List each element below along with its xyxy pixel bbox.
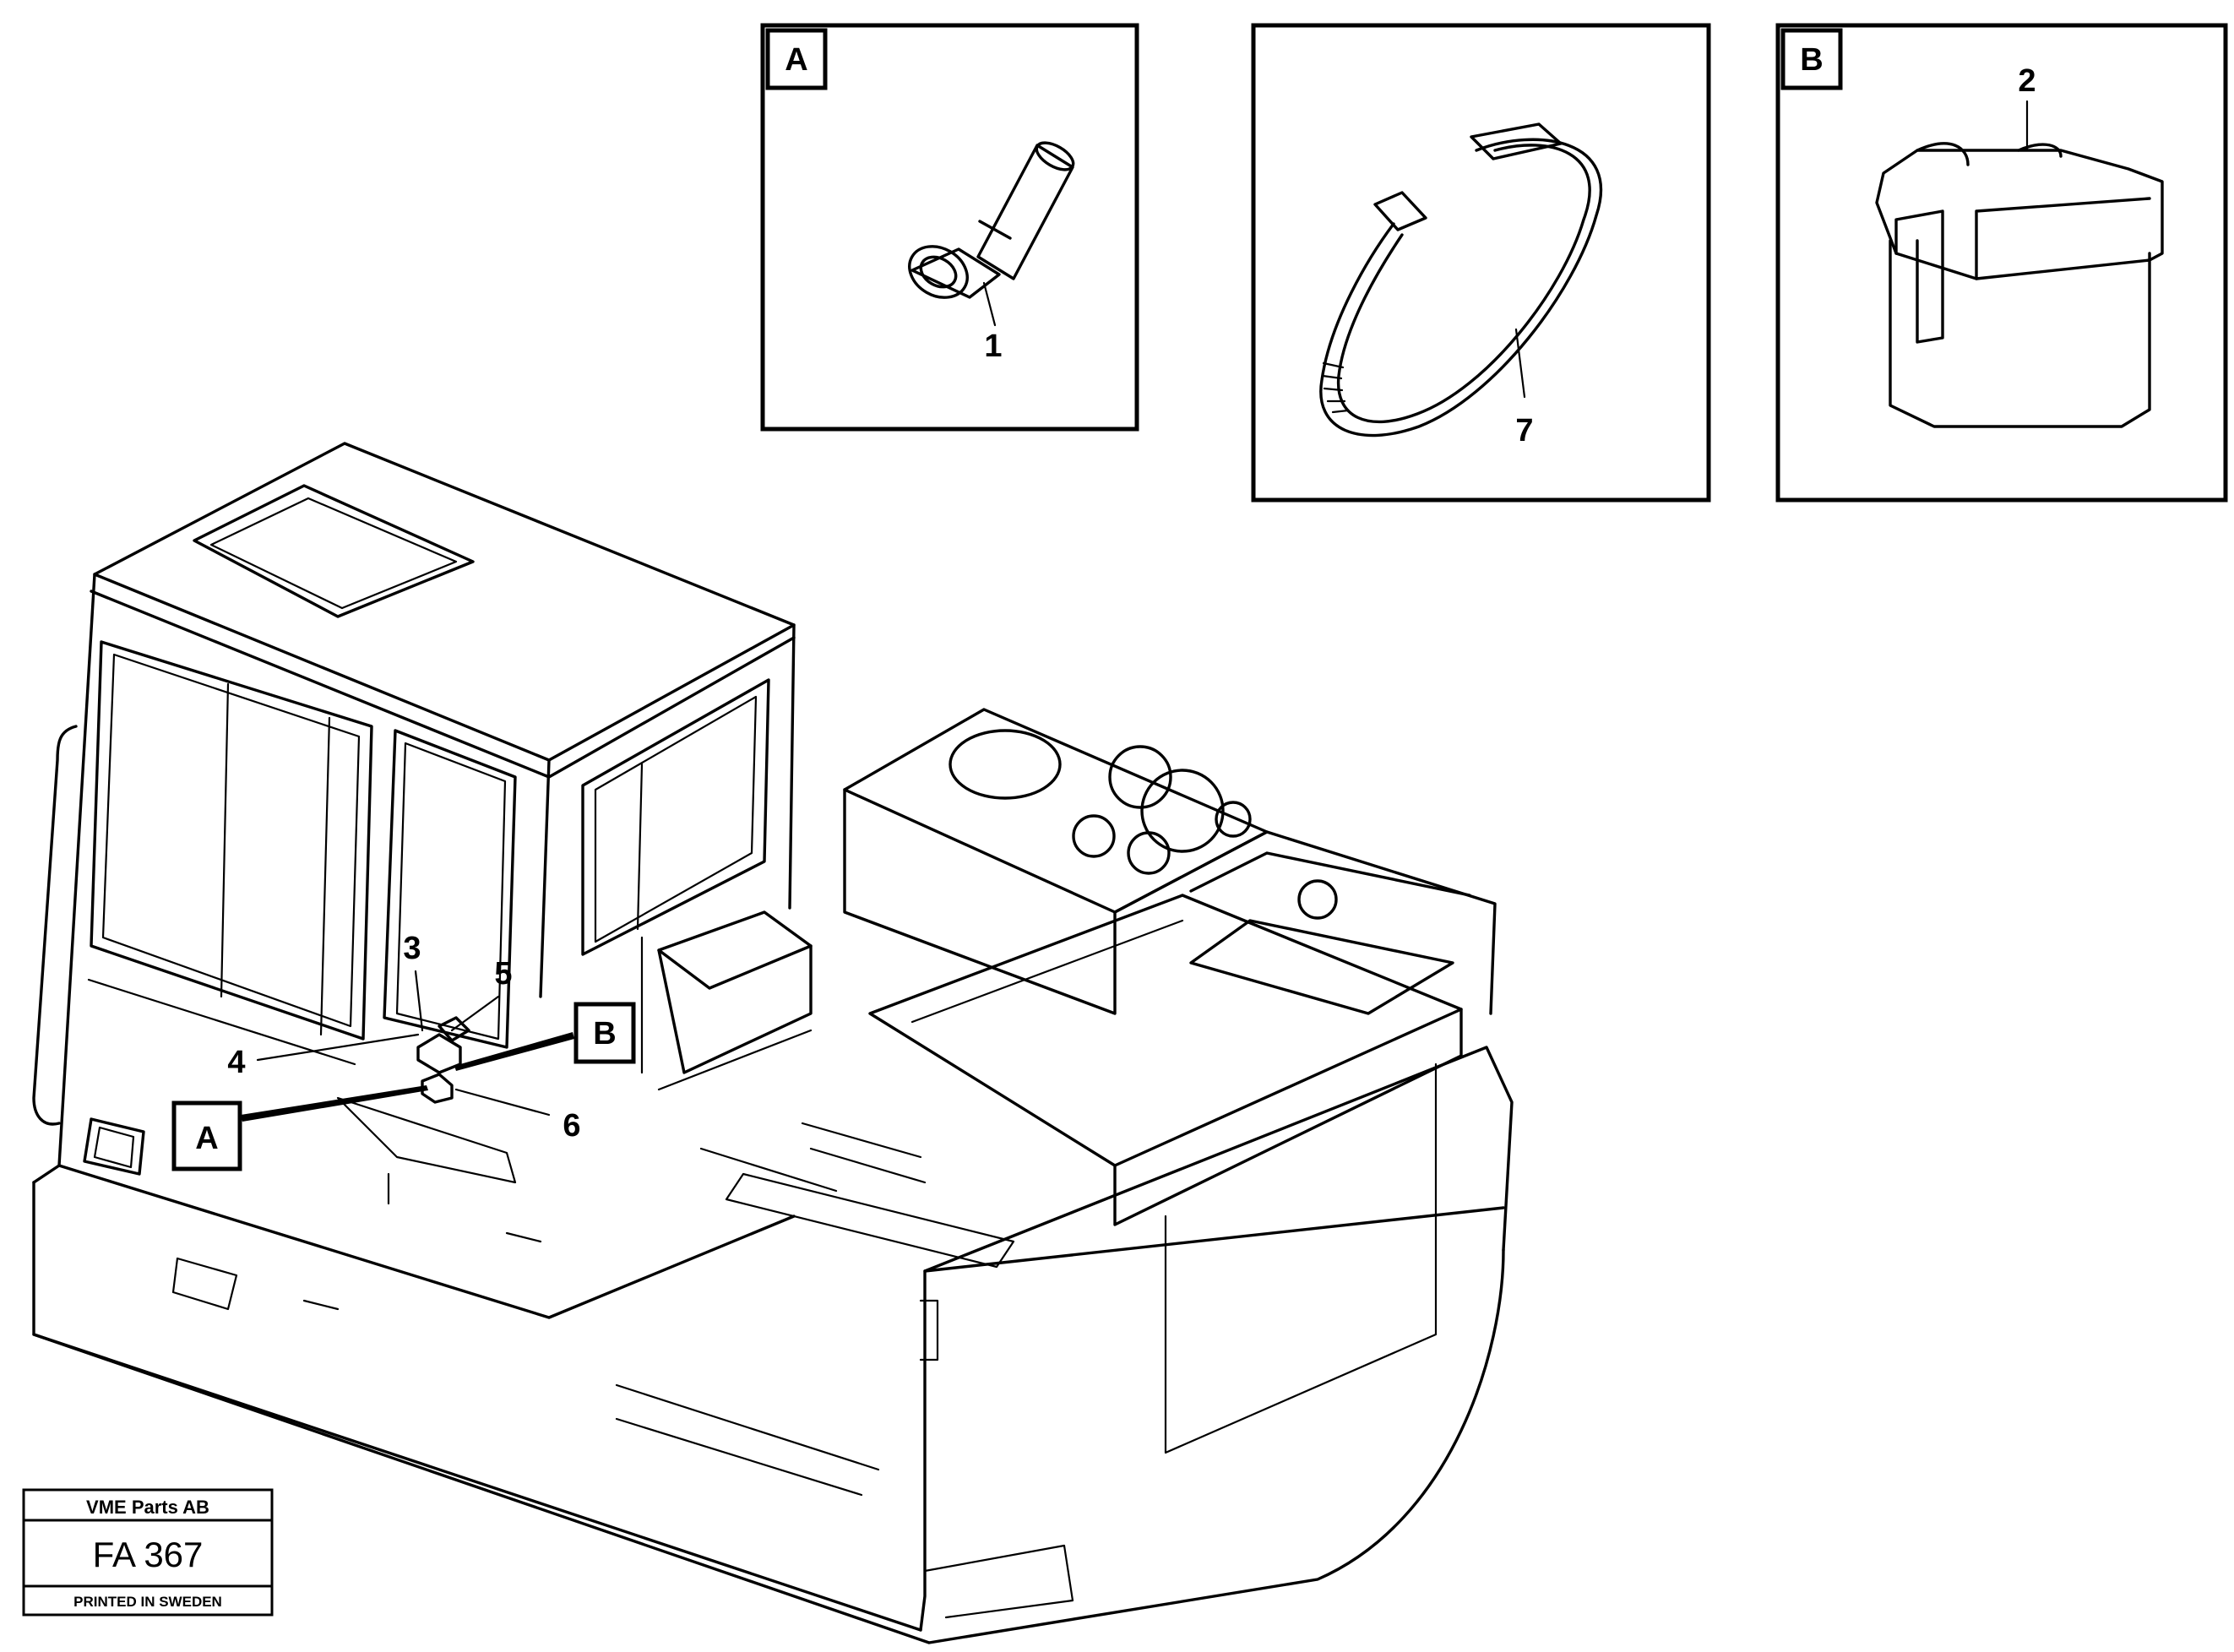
company-name: VME Parts AB	[86, 1497, 209, 1518]
inset-b-frame	[1775, 23, 2228, 503]
inset-b-tag-label: B	[1800, 42, 1823, 78]
leader-4	[256, 1033, 420, 1062]
printed-note: PRINTED IN SWEDEN	[73, 1594, 222, 1610]
callout-4: 4	[227, 1045, 245, 1080]
callout-1: 1	[984, 329, 1002, 364]
connector-housing-icon	[1875, 142, 2164, 428]
inset-a-tag-label: A	[785, 42, 807, 78]
inset-a-frame	[760, 23, 1139, 432]
pointer-a	[241, 1085, 428, 1122]
inset-b-tag	[1780, 28, 1843, 90]
excavator-body	[32, 442, 1514, 1644]
title-block-frame	[22, 1488, 274, 1617]
leader-1	[982, 281, 997, 327]
callout-2: 2	[2018, 63, 2036, 99]
main-callouts: 3 5 4 6 B A	[171, 931, 636, 1171]
inset-b: B 2	[1775, 23, 2228, 503]
main-tag-b-label: B	[593, 1016, 616, 1052]
callout-6: 6	[563, 1108, 580, 1144]
inset-a-tag	[765, 28, 828, 90]
title-block: VME Parts AB FA 367 PRINTED IN SWEDEN	[22, 1488, 274, 1617]
leader-5	[450, 995, 500, 1032]
main-tag-b	[573, 1002, 636, 1064]
cable-tie-icon	[1319, 122, 1603, 437]
main-tag-a-label: A	[195, 1121, 218, 1156]
inset-a: A 1	[760, 23, 1139, 432]
leader-6	[454, 1088, 551, 1117]
splice-sleeve-icon	[908, 141, 1075, 299]
callout-5: 5	[494, 956, 512, 992]
main-tag-a	[171, 1100, 242, 1171]
drawing-code: FA 367	[93, 1535, 204, 1574]
inset-tie-frame	[1251, 23, 1711, 503]
pointer-b	[454, 1032, 574, 1071]
leader-7	[1514, 328, 1526, 399]
leader-3	[414, 970, 424, 1032]
callout-7: 7	[1515, 413, 1533, 448]
callout-3: 3	[403, 931, 421, 966]
inset-cable-tie: 7	[1251, 23, 1711, 503]
